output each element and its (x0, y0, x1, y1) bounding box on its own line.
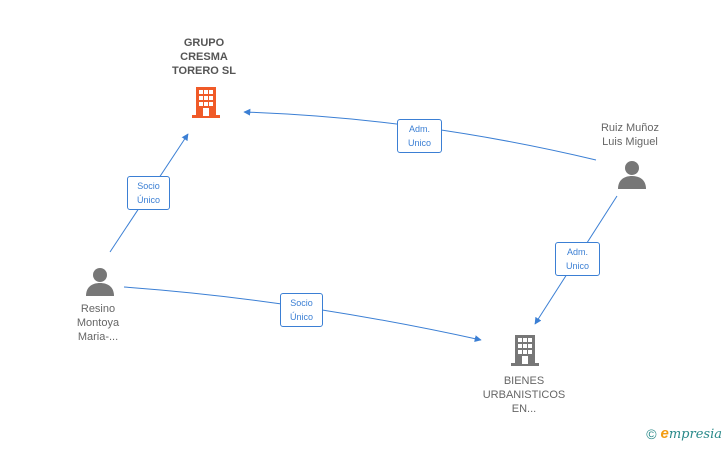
edge-label-ruiz-to-grupo[interactable]: Adm. Unico (397, 119, 442, 153)
node-label-ruiz-munoz[interactable]: Ruiz Muñoz Luis Miguel (600, 122, 660, 148)
empresia-watermark[interactable]: © empresia (646, 425, 722, 442)
edge-label-ruiz-to-bienes[interactable]: Adm. Unico (555, 242, 600, 276)
edge-label-resino-to-bienes[interactable]: Socio Único (280, 293, 323, 327)
edge-label-resino-to-grupo[interactable]: Socio Único (127, 176, 170, 210)
building-icon[interactable] (192, 87, 220, 118)
building-icon[interactable] (511, 335, 539, 366)
copyright-icon: © (646, 425, 657, 442)
node-label-resino-montoya[interactable]: Resino Montoya Maria-... (76, 303, 120, 343)
node-label-bienes-urbanisticos[interactable]: BIENES URBANISTICOS EN... (482, 375, 566, 415)
brand-name: empresia (660, 425, 722, 442)
person-icon[interactable] (86, 268, 114, 296)
person-icon[interactable] (618, 161, 646, 189)
node-label-grupo-cresma[interactable]: GRUPO CRESMA TORERO SL (172, 37, 236, 77)
